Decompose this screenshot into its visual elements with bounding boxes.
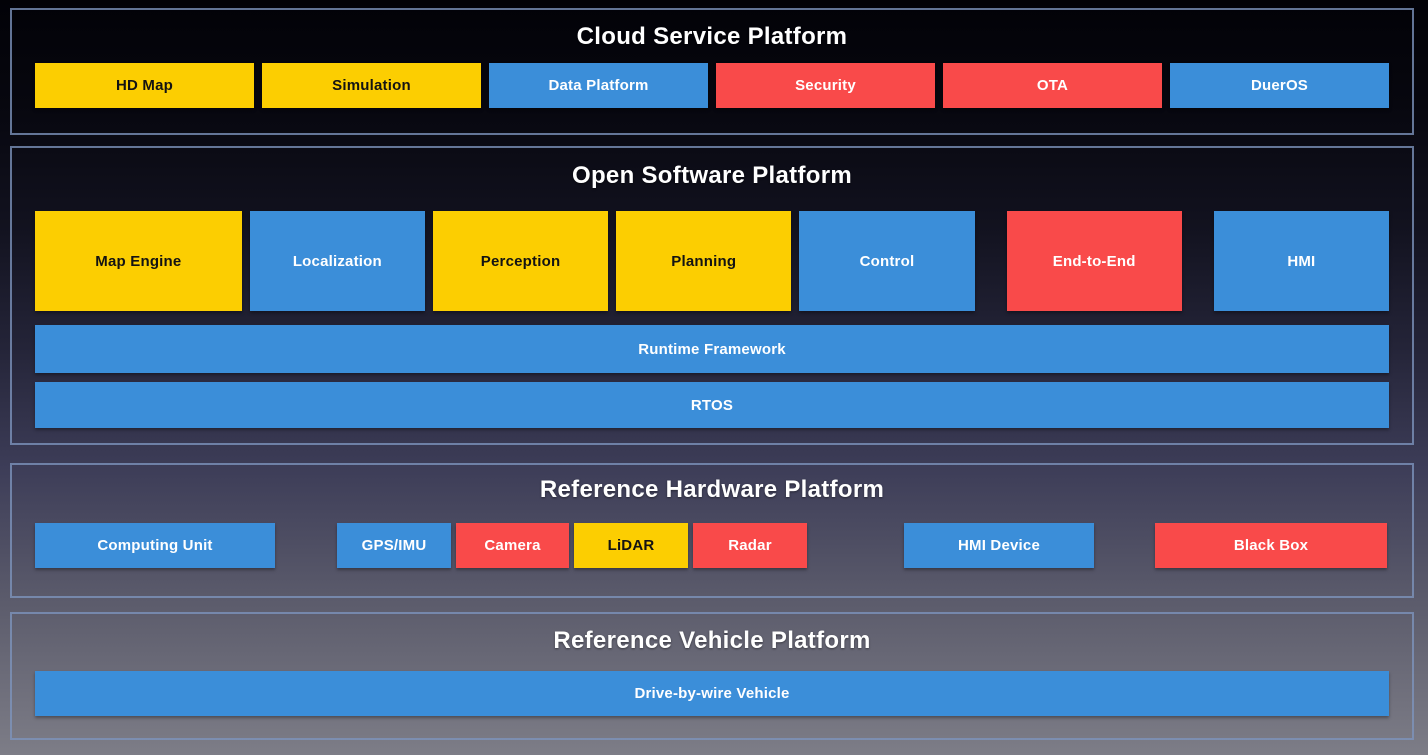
box-security-label: Security [795, 77, 856, 94]
box-lidar-label: LiDAR [607, 537, 655, 554]
box-map-engine-label: Map Engine [95, 252, 182, 270]
box-hd-map: HD Map [35, 63, 254, 108]
box-black-box-label: Black Box [1233, 537, 1309, 554]
box-control: Control [799, 211, 975, 311]
bar-rtos: RTOS [35, 382, 1389, 428]
section-cloud-service-platform: Cloud Service Platform HD Map Simulation… [10, 8, 1414, 135]
hardware-section-title: Reference Hardware Platform [539, 476, 885, 503]
section-open-software-platform: Open Software Platform Map Engine Locali… [10, 146, 1414, 445]
section-reference-vehicle-platform: Reference Vehicle Platform Drive-by-wire… [10, 612, 1414, 740]
bar-drive-by-wire-vehicle-label: Drive-by-wire Vehicle [634, 685, 790, 702]
box-data-platform: Data Platform [489, 63, 708, 108]
box-gps-imu: GPS/IMU [337, 523, 451, 568]
box-security: Security [716, 63, 935, 108]
bar-runtime-framework-label: Runtime Framework [638, 340, 786, 358]
software-section-title: Open Software Platform [572, 162, 852, 189]
box-localization-label: Localization [292, 252, 382, 270]
box-hmi: HMI [1213, 211, 1389, 311]
box-computing-unit-label: Computing Unit [97, 537, 213, 554]
box-planning-label: Planning [671, 252, 737, 270]
cloud-section-title: Cloud Service Platform [576, 23, 848, 50]
box-ota: OTA [943, 63, 1162, 108]
box-ota-label: OTA [1036, 77, 1069, 94]
hardware-boxes-row: Computing Unit GPS/IMU Camera LiDAR Rada… [12, 523, 1412, 568]
box-black-box: Black Box [1155, 523, 1387, 568]
box-data-platform-label: Data Platform [548, 77, 649, 94]
bar-rtos-label: RTOS [690, 396, 734, 414]
box-radar: Radar [693, 523, 807, 568]
box-hmi-device-label: HMI Device [957, 537, 1041, 554]
box-camera-label: Camera [484, 537, 541, 554]
bar-drive-by-wire-vehicle: Drive-by-wire Vehicle [35, 671, 1389, 716]
cloud-boxes-row: HD Map Simulation Data Platform Security… [12, 63, 1412, 108]
box-computing-unit: Computing Unit [35, 523, 275, 568]
box-hmi-label: HMI [1287, 252, 1316, 270]
box-map-engine: Map Engine [35, 211, 242, 311]
box-dueros-label: DuerOS [1250, 77, 1309, 94]
box-simulation-label: Simulation [332, 77, 411, 94]
box-simulation: Simulation [262, 63, 481, 108]
box-localization: Localization [249, 211, 425, 311]
box-hmi-device: HMI Device [904, 523, 1094, 568]
box-control-label: Control [859, 252, 915, 270]
box-perception: Perception [432, 211, 609, 311]
box-camera: Camera [456, 523, 569, 568]
box-gps-imu-label: GPS/IMU [361, 537, 427, 554]
bar-runtime-framework: Runtime Framework [35, 325, 1389, 373]
box-end-to-end: End-to-End [1006, 211, 1182, 311]
box-hd-map-label: HD Map [115, 77, 174, 94]
box-end-to-end-label: End-to-End [1052, 252, 1136, 270]
vehicle-section-title: Reference Vehicle Platform [553, 627, 871, 654]
section-reference-hardware-platform: Reference Hardware Platform Computing Un… [10, 463, 1414, 598]
box-perception-label: Perception [480, 252, 561, 270]
software-boxes-row: Map Engine Localization Perception Plann… [12, 211, 1412, 311]
box-radar-label: Radar [728, 537, 772, 554]
box-dueros: DuerOS [1170, 63, 1389, 108]
box-lidar: LiDAR [574, 523, 688, 568]
box-planning: Planning [616, 211, 792, 311]
